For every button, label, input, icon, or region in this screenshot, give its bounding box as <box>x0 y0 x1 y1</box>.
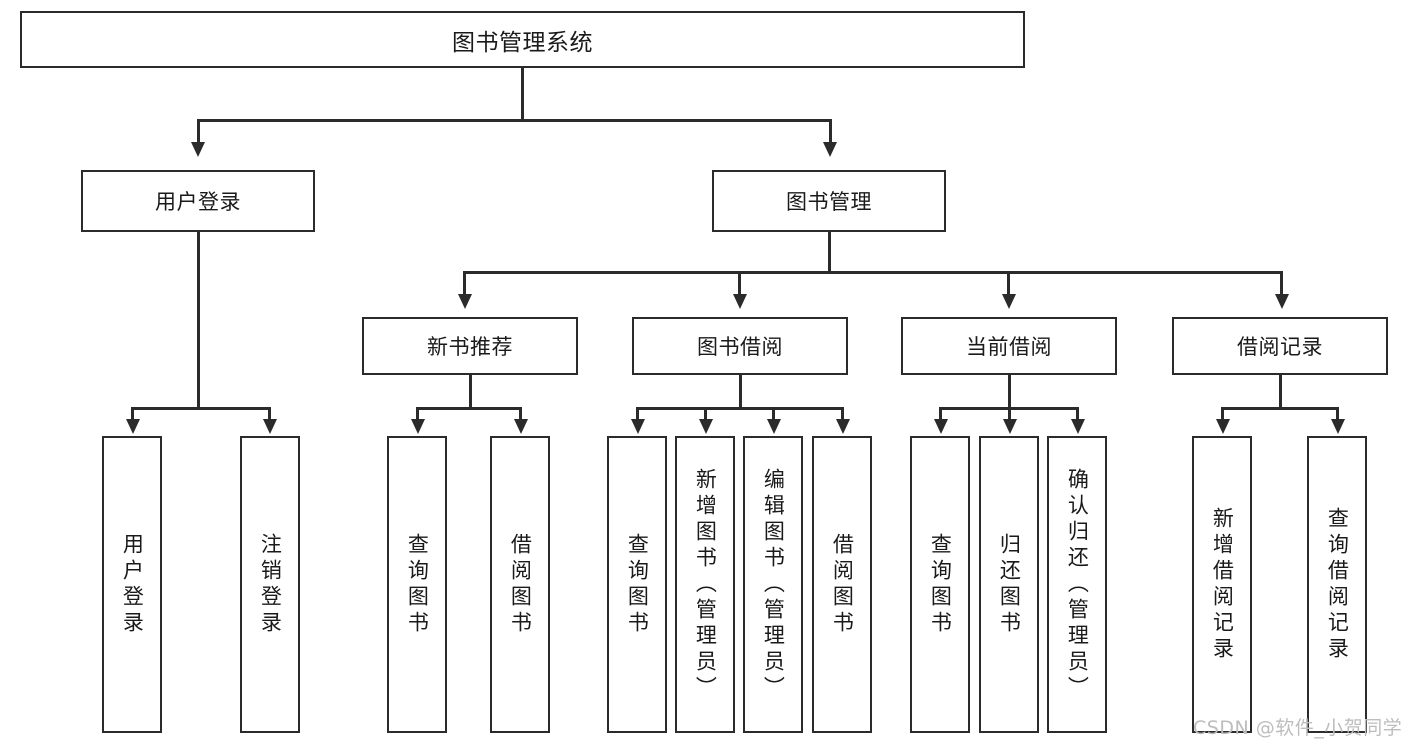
node-label: 确认归还（管理员） <box>1065 467 1090 702</box>
connector-root-stem <box>521 68 524 120</box>
leaf-borrow-borrow-book[interactable]: 借阅图书 <box>812 436 872 733</box>
connector-user-login-child-1 <box>131 407 134 421</box>
connector-borrow-record-child-2 <box>1336 407 1339 421</box>
connector-book-mgmt-bus <box>464 271 1282 274</box>
connector-root-to-book-mgmt <box>829 119 832 145</box>
connector-book-mgmt-child-3 <box>1007 271 1010 297</box>
connector-new-book-child-2 <box>519 407 522 421</box>
connector-current-borrow-child-2 <box>1008 407 1011 421</box>
connector-borrow-record-child-1 <box>1221 407 1224 421</box>
connector-new-book-bus <box>417 407 521 410</box>
node-new-book-recommend[interactable]: 新书推荐 <box>362 317 578 375</box>
leaf-record-query[interactable]: 查询借阅记录 <box>1307 436 1367 733</box>
connector-book-mgmt-child-1 <box>463 271 466 297</box>
arrow-book-borrow-child-3 <box>767 419 781 434</box>
connector-book-mgmt-child-2 <box>738 271 741 297</box>
node-book-borrow[interactable]: 图书借阅 <box>632 317 848 375</box>
connector-user-login-bus <box>132 407 270 410</box>
node-user-login[interactable]: 用户登录 <box>81 170 315 232</box>
node-label: 当前借阅 <box>966 335 1052 359</box>
node-label: 编辑图书（管理员） <box>761 467 786 702</box>
node-label: 查询图书 <box>928 532 953 637</box>
connector-book-borrow-child-2 <box>704 407 707 421</box>
node-label: 图书管理 <box>786 190 872 214</box>
connector-new-book-child-1 <box>416 407 419 421</box>
connector-book-borrow-child-1 <box>636 407 639 421</box>
node-label: 借阅图书 <box>508 532 533 637</box>
connector-new-book-stem <box>469 375 472 408</box>
arrow-user-login-child-2 <box>263 419 277 434</box>
connector-user-login-child-2 <box>268 407 271 421</box>
node-label: 查询借阅记录 <box>1325 506 1350 663</box>
arrow-book-mgmt-child-4 <box>1275 294 1289 309</box>
leaf-new-book-borrow[interactable]: 借阅图书 <box>490 436 550 733</box>
connector-current-borrow-child-1 <box>939 407 942 421</box>
connector-user-login-stem <box>197 232 200 408</box>
connector-current-borrow-child-3 <box>1076 407 1079 421</box>
leaf-borrow-query-book[interactable]: 查询图书 <box>607 436 667 733</box>
connector-root-bus <box>198 119 832 122</box>
connector-borrow-record-bus <box>1222 407 1338 410</box>
arrow-borrow-record-child-2 <box>1331 419 1345 434</box>
arrow-book-mgmt-child-1 <box>458 294 472 309</box>
leaf-borrow-edit-book[interactable]: 编辑图书（管理员） <box>743 436 803 733</box>
node-label: 图书管理系统 <box>452 29 593 56</box>
connector-book-borrow-child-3 <box>772 407 775 421</box>
node-label: 归还图书 <box>997 532 1022 637</box>
node-label: 新增图书（管理员） <box>693 467 718 702</box>
connector-book-mgmt-child-4 <box>1280 271 1283 297</box>
node-borrow-record[interactable]: 借阅记录 <box>1172 317 1388 375</box>
connector-book-borrow-bus <box>637 407 843 410</box>
node-label: 新书推荐 <box>427 335 513 359</box>
node-label: 查询图书 <box>405 532 430 637</box>
leaf-new-book-query[interactable]: 查询图书 <box>387 436 447 733</box>
node-label: 注销登录 <box>258 532 283 637</box>
connector-book-borrow-stem <box>739 375 742 408</box>
leaf-user-login[interactable]: 用户登录 <box>102 436 162 733</box>
arrow-new-book-child-1 <box>411 419 425 434</box>
node-label: 新增借阅记录 <box>1210 506 1235 663</box>
node-label: 图书借阅 <box>697 335 783 359</box>
leaf-logout[interactable]: 注销登录 <box>240 436 300 733</box>
node-root-library-system[interactable]: 图书管理系统 <box>20 11 1025 68</box>
leaf-record-add[interactable]: 新增借阅记录 <box>1192 436 1252 733</box>
arrow-book-borrow-child-1 <box>631 419 645 434</box>
arrow-book-borrow-child-4 <box>836 419 850 434</box>
connector-book-borrow-child-4 <box>841 407 844 421</box>
connector-book-mgmt-stem <box>828 232 831 272</box>
node-label: 用户登录 <box>155 190 241 214</box>
node-current-borrow[interactable]: 当前借阅 <box>901 317 1117 375</box>
leaf-current-confirm-return[interactable]: 确认归还（管理员） <box>1047 436 1107 733</box>
arrow-current-borrow-child-3 <box>1071 419 1085 434</box>
leaf-current-query-book[interactable]: 查询图书 <box>910 436 970 733</box>
node-label: 查询图书 <box>625 532 650 637</box>
node-label: 借阅记录 <box>1237 335 1323 359</box>
arrow-book-mgmt-child-3 <box>1002 294 1016 309</box>
arrow-current-borrow-child-2 <box>1003 419 1017 434</box>
connector-current-borrow-stem <box>1008 375 1011 408</box>
arrow-current-borrow-child-1 <box>934 419 948 434</box>
arrow-borrow-record-child-1 <box>1216 419 1230 434</box>
arrow-book-borrow-child-2 <box>699 419 713 434</box>
arrow-user-login-child-1 <box>126 419 140 434</box>
connector-borrow-record-stem <box>1279 375 1282 408</box>
connector-root-to-user-login <box>197 119 200 145</box>
arrow-book-mgmt-child-2 <box>733 294 747 309</box>
node-book-management[interactable]: 图书管理 <box>712 170 946 232</box>
node-label: 用户登录 <box>120 532 145 637</box>
arrow-root-to-user-login <box>191 142 205 157</box>
leaf-borrow-add-book[interactable]: 新增图书（管理员） <box>675 436 735 733</box>
arrow-root-to-book-mgmt <box>823 142 837 157</box>
leaf-current-return-book[interactable]: 归还图书 <box>979 436 1039 733</box>
node-label: 借阅图书 <box>830 532 855 637</box>
arrow-new-book-child-2 <box>514 419 528 434</box>
